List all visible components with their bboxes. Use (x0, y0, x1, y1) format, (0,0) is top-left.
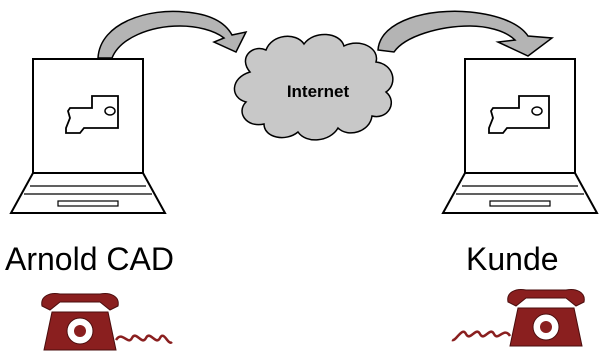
left-party-label: Arnold CAD (5, 241, 174, 277)
arrow-left-icon (97, 10, 248, 59)
left-laptop-keyboard (9, 172, 167, 214)
left-telephone-icon (41, 293, 173, 351)
right-laptop-keyboard (441, 172, 599, 214)
right-laptop-screen (464, 58, 576, 174)
cloud-label: Internet (286, 82, 350, 101)
right-telephone-icon (451, 289, 585, 347)
left-laptop-icon (9, 58, 167, 214)
arrow-right-icon (377, 10, 555, 57)
right-laptop-icon (441, 58, 599, 214)
right-party-label: Kunde (466, 241, 559, 277)
internet-cloud-icon (233, 33, 394, 141)
left-laptop-screen (32, 58, 144, 174)
